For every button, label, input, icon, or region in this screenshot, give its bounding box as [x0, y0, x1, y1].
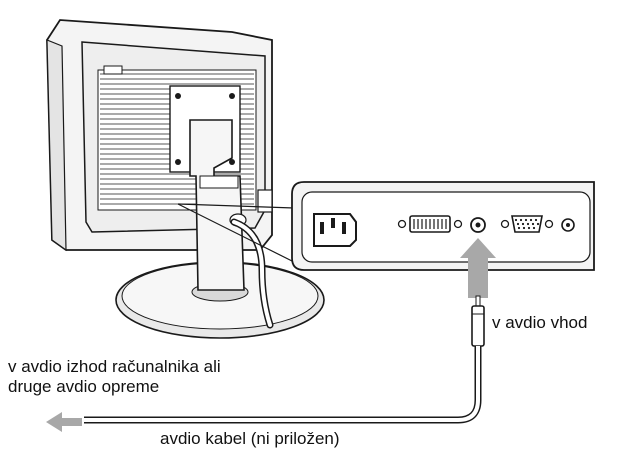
- audio-input-jack-icon: [470, 217, 486, 233]
- connector-panel: [291, 181, 595, 271]
- audio-plug: [471, 295, 485, 347]
- audio-output-label-line1: v avdio izhod računalnika ali: [8, 357, 221, 376]
- vga-port-icon: [500, 215, 554, 233]
- dvi-port-icon: [397, 215, 463, 233]
- audio-input-label: v avdio vhod: [492, 313, 588, 332]
- ac-power-inlet-icon: [313, 213, 357, 247]
- headphone-jack-icon: [561, 218, 575, 232]
- callout-lines: [177, 203, 295, 263]
- arrow-up-icon: [460, 238, 496, 298]
- monitor-back: [46, 19, 273, 252]
- audio-cable-label: avdio kabel (ni priložen): [160, 429, 340, 448]
- audio-output-label-line2: druge avdio opreme: [8, 377, 160, 396]
- arrow-left-icon: [46, 412, 82, 432]
- audio-output-label: v avdio izhod računalnika ali druge avdi…: [8, 357, 221, 397]
